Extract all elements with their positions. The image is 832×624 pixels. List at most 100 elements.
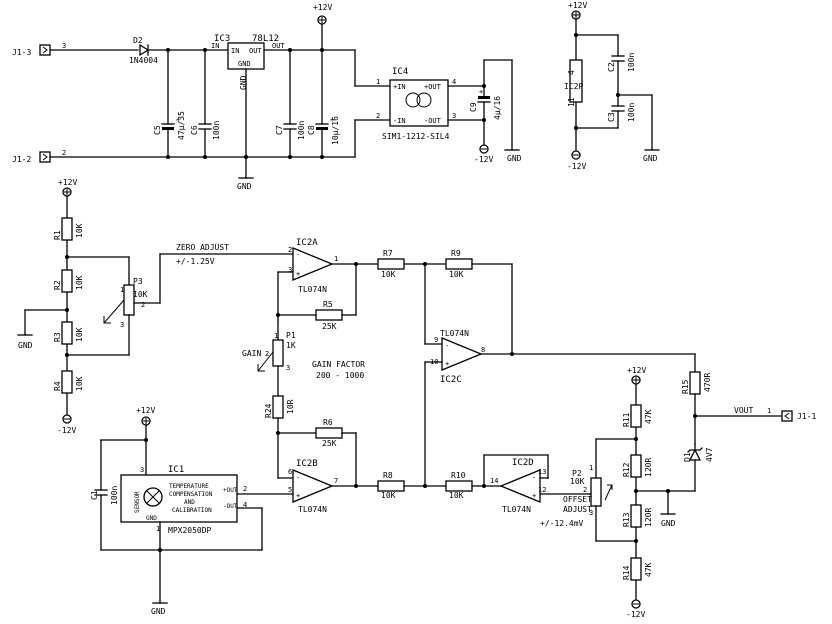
dc-converter-ic4: IC4 +IN +OUT -IN -OUT 1 2 4 3 SIM1-1212-… (376, 67, 456, 141)
pin-label: 3 (288, 266, 292, 274)
ic1-label: IC1 (168, 465, 184, 475)
capacitor-c9: + C9 4µ/16 (469, 85, 502, 146)
capacitor-c6: C6 100n (190, 49, 221, 158)
ic3-gnd-pin: GND (238, 60, 251, 68)
resistor-r12 (630, 454, 642, 478)
c1-value: 100n (110, 486, 119, 505)
c9-value: 4µ/16 (493, 96, 502, 120)
svg-text:+: + (445, 360, 449, 368)
vout-label: VOUT (734, 406, 753, 415)
pin-label: 7 (334, 477, 338, 485)
ic1-text: COMPENSATION (169, 491, 213, 498)
r9-value: 10K (449, 270, 464, 279)
r10-value: 10K (449, 491, 464, 500)
ic2d-label: IC2D (512, 458, 534, 468)
pin-label: 1 (120, 286, 124, 294)
r15-value: 470R (703, 373, 712, 392)
pin-label: 9 (434, 336, 438, 344)
ic2p-label: IC2P (564, 82, 583, 91)
pin-label: 3 (120, 321, 124, 329)
pin-label: 4 (243, 501, 247, 509)
capacitor-c7: C7 100n (275, 49, 306, 158)
ic2b-label: IC2B (296, 459, 318, 469)
minus12-label: -12V (626, 610, 645, 619)
pin-label: 1 (156, 525, 160, 533)
ic3-in-label: IN (211, 42, 219, 50)
ic4-pin: +OUT (424, 83, 442, 91)
gnd-label: GND (643, 154, 658, 163)
pin-label: 3 (140, 466, 144, 474)
c8-value: 10µ/16 (331, 116, 340, 145)
r3-value: 10K (75, 327, 84, 342)
d1-label: D1 (683, 452, 692, 462)
resistor-r24 (272, 395, 284, 419)
plus12-label: +12V (313, 3, 332, 12)
potentiometer-p1 (272, 339, 284, 367)
resistor-r8 (377, 480, 405, 492)
ic1-text: AND (184, 499, 195, 506)
ic3-part: 78L12 (252, 34, 279, 44)
c5-label: C5 (153, 125, 162, 135)
r3-label: R3 (53, 332, 62, 342)
ic3-gnd-label: GND (239, 75, 248, 90)
svg-text:+: + (176, 116, 180, 124)
offset-label: ADJUST (563, 505, 592, 514)
sensor-ic1 (120, 474, 238, 523)
r12-value: 120R (644, 458, 653, 477)
r8-label: R8 (383, 471, 393, 480)
opamp-ic2a: - + IC2A TL074N 2 3 1 (288, 238, 338, 294)
pin-label: 6 (288, 468, 292, 476)
resistor-r9 (445, 258, 473, 270)
pin-label: 4 (452, 78, 456, 86)
ic2c-part: TL074N (440, 329, 469, 338)
plus12-label: +12V (627, 366, 646, 375)
r7-label: R7 (383, 249, 393, 258)
resistor-r1 (61, 217, 73, 241)
p1-label: P1 (286, 331, 296, 340)
resistor-r7 (377, 258, 405, 270)
resistor-r13 (630, 504, 642, 528)
resistor-r11 (630, 404, 642, 428)
svg-text:+: + (296, 492, 300, 500)
ic2p-block (569, 59, 583, 103)
p1-value: 1K (286, 341, 296, 350)
resistor-r5 (315, 309, 343, 321)
svg-text:+: + (296, 270, 300, 278)
gnd-label: GND (237, 182, 252, 191)
resistor-r14 (630, 557, 642, 581)
zero-adjust-label: ZERO ADJUST (176, 243, 229, 252)
ic3-out-label: OUT (272, 42, 285, 50)
svg-text:-: - (296, 474, 300, 482)
r11-label: R11 (622, 412, 631, 427)
resistor-r10 (445, 480, 473, 492)
connector-label-j1-3: J1-3 (12, 48, 31, 57)
svg-text:+: + (479, 88, 483, 96)
ic1-text: CALIBRATION (172, 507, 212, 514)
amplifier-section: - + IC2A TL074N 2 3 1 R5 25K P1 1K 1 2 3… (242, 238, 696, 514)
pin-label: 2 (288, 246, 292, 254)
pin-label: 5 (288, 486, 292, 494)
c7-value: 100n (297, 121, 306, 140)
pin-label: 1 (334, 255, 338, 263)
ic2a-part: TL074N (298, 285, 327, 294)
connector-label-j1-1: J1-1 (797, 412, 816, 421)
ic1-text: SENSOR (134, 491, 141, 513)
output-section: R15 470R D1 4V7 VOUT 1 J1-1 (681, 353, 816, 492)
svg-text:+: + (330, 116, 334, 124)
gnd-label: GND (151, 607, 166, 616)
gnd-label: GND (661, 519, 676, 528)
pin-label: 2 (265, 350, 269, 358)
pin-label: 13 (538, 468, 546, 476)
r13-label: R13 (622, 512, 631, 527)
ic1-text: +OUT (223, 487, 238, 494)
r11-value: 47K (644, 409, 653, 424)
resistor-r2 (61, 269, 73, 293)
c6-value: 100n (212, 121, 221, 140)
ic4-pin: -IN (393, 117, 406, 125)
pin-label: 2 (141, 301, 145, 309)
c1-label: C1 (90, 490, 99, 500)
p2-value: 10K (570, 477, 585, 486)
d2-value: 1N4004 (129, 56, 158, 65)
pin-label: 1 (767, 407, 771, 415)
r15-label: R15 (681, 379, 690, 394)
